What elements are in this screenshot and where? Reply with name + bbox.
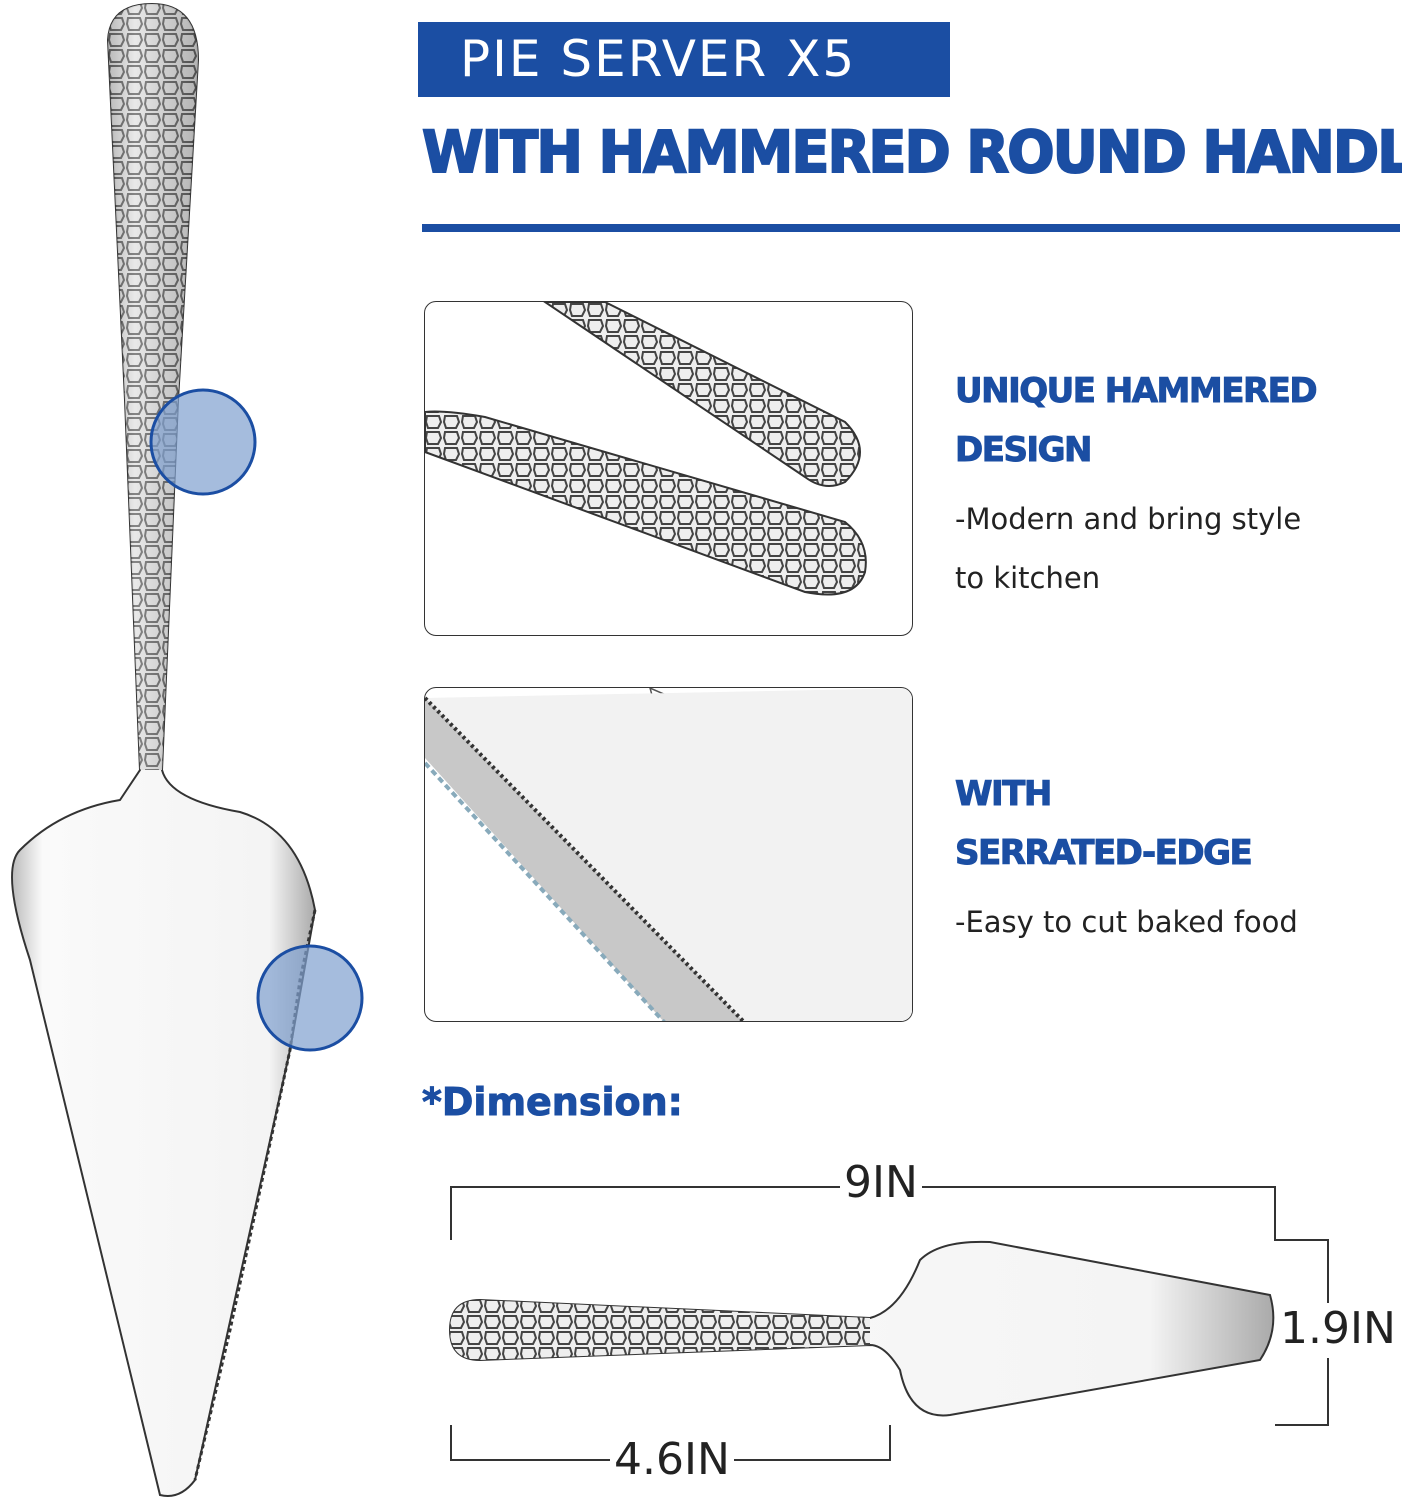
feature-description: -Easy to cut baked food: [955, 905, 1298, 939]
serrated-edge-closeup: [424, 687, 913, 1022]
feature-description: -Modern and bring style: [955, 502, 1302, 536]
product-badge: PIE SERVER X5: [418, 22, 950, 97]
dimension-diagram: [448, 1186, 1329, 1461]
feature-heading: DESIGN: [954, 430, 1092, 471]
highlight-circle-handle: [149, 388, 257, 496]
feature-heading: WITH: [955, 774, 1053, 815]
handle-length-label: 4.6IN: [610, 1434, 734, 1485]
dimension-heading: *Dimension:: [422, 1080, 684, 1125]
page-title: WITH HAMMERED ROUND HANDLE: [421, 117, 1402, 187]
pie-server-image: [11, 2, 364, 1497]
width-label: 1.9IN: [1276, 1303, 1400, 1354]
highlight-circle-edge: [256, 944, 364, 1052]
hammered-handle-closeup: [424, 301, 913, 636]
feature-heading: SERRATED-EDGE: [955, 833, 1254, 874]
feature-description: to kitchen: [955, 561, 1101, 595]
title-divider: [422, 224, 1400, 232]
length-label: 9IN: [840, 1157, 922, 1208]
feature-heading: UNIQUE HAMMERED: [954, 371, 1318, 412]
